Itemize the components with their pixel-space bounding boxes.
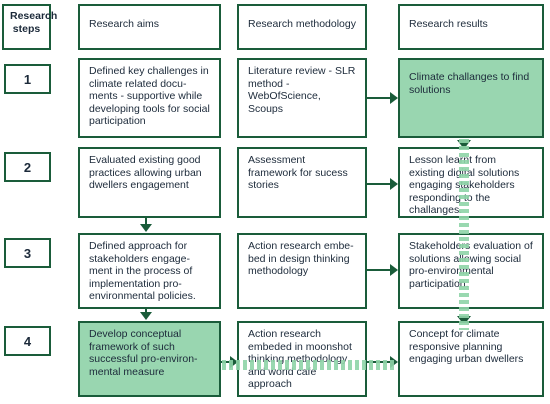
header-research-results: Research results	[398, 4, 544, 50]
header-research-steps: Research steps	[2, 4, 57, 50]
research-result-box: Stakeholders evaluation of solutions all…	[398, 233, 544, 309]
arrow-down-icon	[140, 312, 152, 320]
research-result-box: Lesson learnt from existing digital solu…	[398, 147, 544, 218]
arrow-right-icon	[390, 264, 398, 276]
step-number: 1	[4, 64, 51, 94]
research-methodology-box: Action research embeded in moonshot thin…	[237, 321, 367, 397]
arrow-down-icon	[140, 224, 152, 232]
step-number: 3	[4, 238, 51, 268]
research-result-box: Concept for climate responsive planning …	[398, 321, 544, 397]
research-result-box: Climate challanges to find solutions	[398, 58, 544, 138]
research-methodology-box: Action research embe-bed in design think…	[237, 233, 367, 309]
arrow-right-icon	[390, 92, 398, 104]
research-methodology-box: Literature review - SLR method - WebOfSc…	[237, 58, 367, 138]
arrow-right-icon	[390, 178, 398, 190]
step-number: 4	[4, 326, 51, 356]
arrow-right-icon	[390, 356, 398, 368]
header-research-methodology: Research methodology	[237, 4, 367, 50]
step-number: 2	[4, 152, 51, 182]
header-research-aims: Research aims	[78, 4, 221, 50]
research-methodology-box: Assessment framework for sucess stories	[237, 147, 367, 218]
research-aim-box: Defined approach for stakeholders engage…	[78, 233, 221, 309]
research-aim-box: Defined key challenges in climate relate…	[78, 58, 221, 138]
research-aim-box: Evaluated existing good practices allowi…	[78, 147, 221, 218]
research-aim-box: Develop conceptual framework of such suc…	[78, 321, 221, 397]
